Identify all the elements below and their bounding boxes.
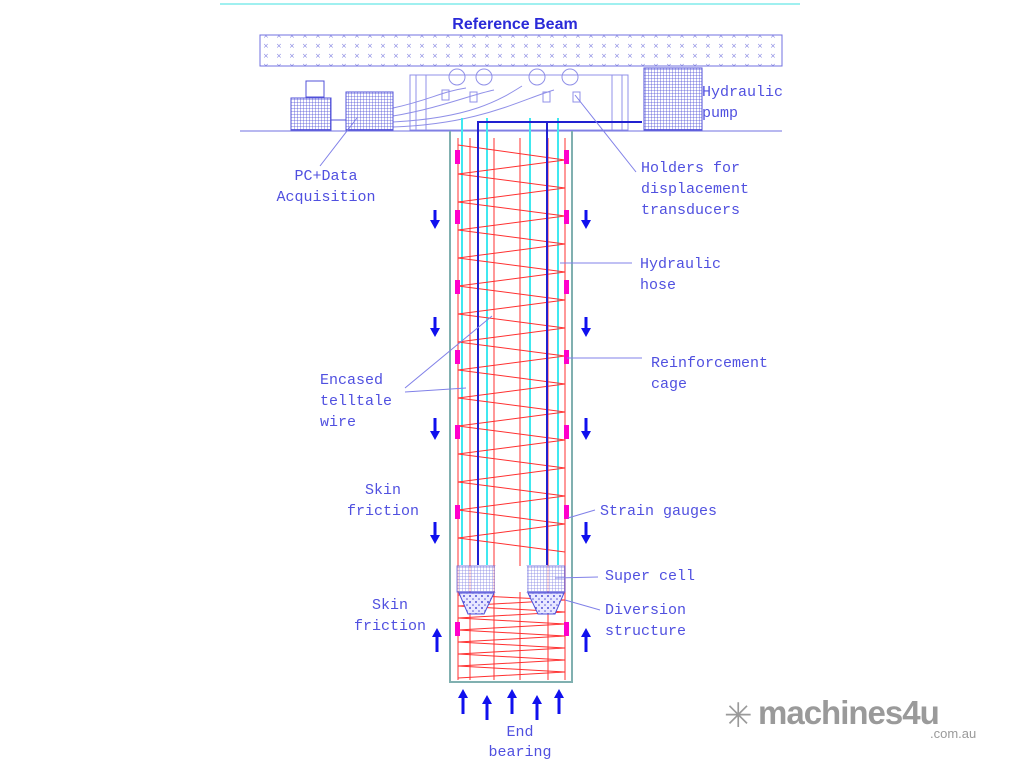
skin-friction-down-arrow xyxy=(581,317,591,337)
leader-lines xyxy=(319,94,642,611)
hydraulic-hose-label: Hydraulic xyxy=(640,256,721,273)
arrow-head xyxy=(554,689,564,698)
data-acquisition-unit xyxy=(345,91,394,131)
arrow-head xyxy=(430,535,440,544)
skin-friction-down-arrow xyxy=(430,210,440,229)
strain-gauge xyxy=(564,505,569,519)
reference-beam xyxy=(259,34,783,67)
arrow-head xyxy=(581,535,591,544)
watermark-brand: machines4u xyxy=(758,694,940,731)
strain-gauge xyxy=(564,622,569,636)
hydraulic-pump-label: Hydraulic xyxy=(702,84,783,101)
hydraulic-pump xyxy=(643,67,703,131)
super-cell-gap xyxy=(495,566,527,592)
skin-friction-down-arrow xyxy=(430,522,440,544)
holders-label: transducers xyxy=(641,202,740,219)
strain-gauge xyxy=(455,150,460,164)
skin-friction-down-arrow xyxy=(581,418,591,440)
super-cell-label: Super cell xyxy=(605,568,695,585)
telltale-wire-label: Encased xyxy=(320,372,383,389)
diversion-cone-right xyxy=(527,592,565,615)
arrow-head xyxy=(432,628,442,637)
super-cell-right xyxy=(526,565,566,593)
arrow-head xyxy=(430,431,440,440)
pile-shaft-outline xyxy=(449,131,573,683)
holders-label: displacement xyxy=(641,181,749,198)
labels: Hydraulic pump PC+Data Acquisition Holde… xyxy=(276,84,783,761)
pc-data-label: Acquisition xyxy=(276,189,375,206)
strain-gauge xyxy=(455,505,460,519)
spiral-reinforcement xyxy=(457,144,566,553)
reference-beam-label: Reference Beam xyxy=(452,16,577,33)
end-bearing-arrow xyxy=(507,689,517,714)
force-arrows xyxy=(430,210,591,720)
skin-friction-label: friction xyxy=(354,618,426,635)
skin-friction-up-arrow xyxy=(432,628,442,652)
skin-friction-down-arrow xyxy=(581,210,591,229)
pc-data-label: PC+Data xyxy=(294,168,357,185)
arrow-head xyxy=(430,220,440,229)
telltale-wire-label: wire xyxy=(320,414,356,431)
arrow-head xyxy=(581,431,591,440)
arrow-head xyxy=(581,328,591,337)
end-bearing-label: bearing xyxy=(488,744,551,761)
reinforcement-cage-label: cage xyxy=(651,376,687,393)
strain-gauge xyxy=(455,280,460,294)
pc-computer xyxy=(290,80,346,131)
diversion-structure-label: Diversion xyxy=(605,602,686,619)
test-pile xyxy=(449,118,642,683)
strain-gauge xyxy=(564,280,569,294)
snowflake-logo-icon: ✳ xyxy=(724,697,753,735)
hydraulic-hose xyxy=(477,121,642,565)
diversion-cone-left xyxy=(458,592,495,615)
strain-gauge xyxy=(455,210,460,224)
strain-gauge xyxy=(564,210,569,224)
end-bearing-arrow xyxy=(532,695,542,720)
super-cell-left xyxy=(456,565,496,593)
loading-frame xyxy=(392,68,629,131)
arrow-head xyxy=(581,628,591,637)
arrow-head xyxy=(458,689,468,698)
skin-friction-label: friction xyxy=(347,503,419,520)
arrow-head xyxy=(532,695,542,704)
reinforcement-cage-label: Reinforcement xyxy=(651,355,768,372)
arrow-head xyxy=(581,220,591,229)
strain-gauge xyxy=(455,425,460,439)
end-bearing-arrow xyxy=(482,695,492,720)
end-bearing-arrow xyxy=(458,689,468,714)
arrow-head xyxy=(482,695,492,704)
end-bearing-label: End xyxy=(506,724,533,741)
strain-gauge xyxy=(455,622,460,636)
skin-friction-label: Skin xyxy=(365,482,401,499)
watermark-domain: .com.au xyxy=(930,726,977,741)
strain-gauge xyxy=(564,425,569,439)
strain-gauge xyxy=(564,350,569,364)
end-bearing-arrow xyxy=(554,689,564,714)
strain-gauges-label: Strain gauges xyxy=(600,503,717,520)
hydraulic-pump-label: pump xyxy=(702,105,738,122)
strain-gauge xyxy=(455,350,460,364)
hydraulic-hose-label: hose xyxy=(640,277,676,294)
diversion-structure-label: structure xyxy=(605,623,686,640)
holders-label: Holders for xyxy=(641,160,740,177)
telltale-wire-label: telltale xyxy=(320,393,392,410)
skin-friction-down-arrow xyxy=(581,522,591,544)
skin-friction-up-arrow xyxy=(581,628,591,652)
skin-friction-down-arrow xyxy=(430,418,440,440)
strain-gauge xyxy=(564,150,569,164)
arrow-head xyxy=(507,689,517,698)
skin-friction-label: Skin xyxy=(372,597,408,614)
arrow-head xyxy=(430,328,440,337)
skin-friction-down-arrow xyxy=(430,317,440,337)
